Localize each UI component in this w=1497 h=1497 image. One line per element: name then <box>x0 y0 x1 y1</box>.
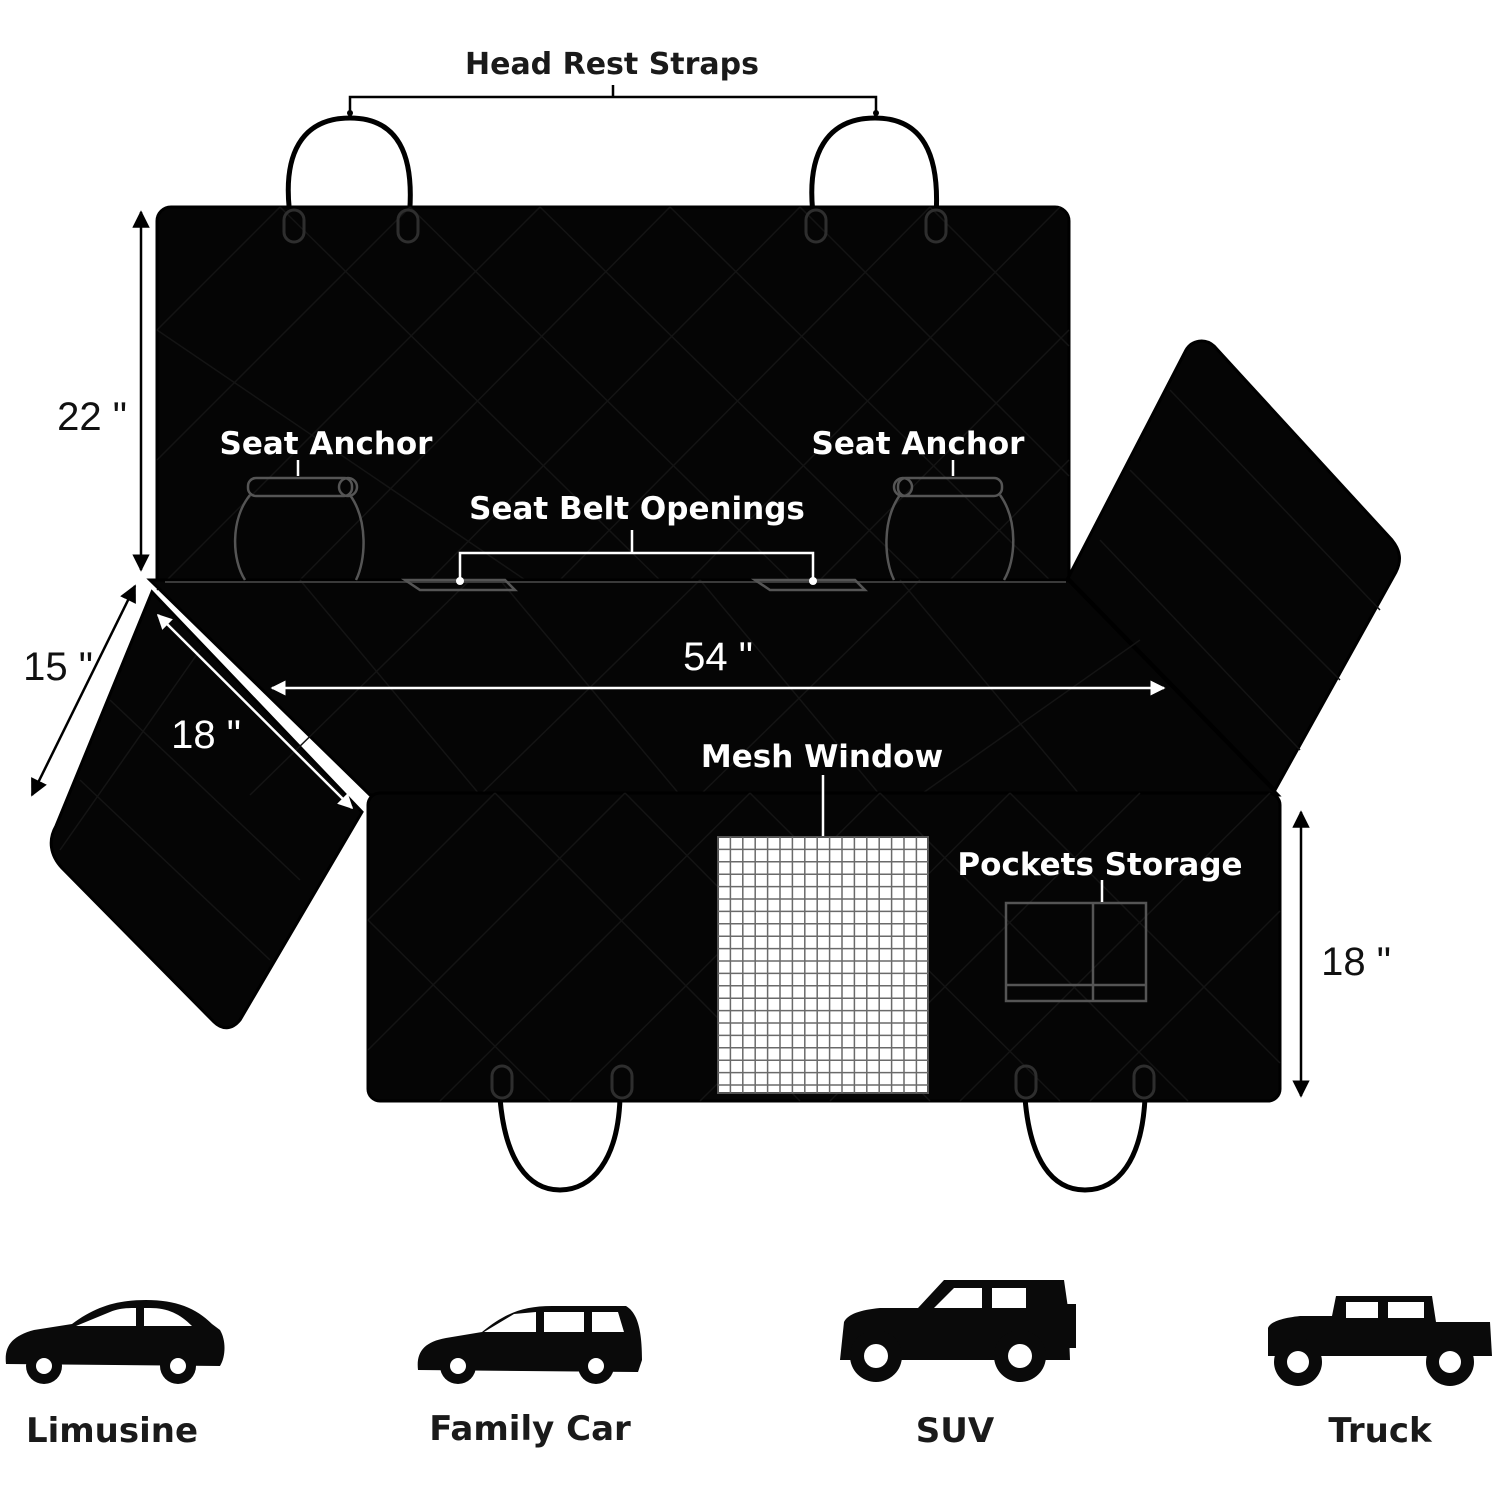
vehicle-label-limusine: Limusine <box>26 1411 198 1451</box>
seat-anchor-left-icon <box>233 476 365 581</box>
mesh-window <box>717 836 929 1094</box>
seat-anchor-right-icon <box>885 476 1015 581</box>
side-flap-right <box>1066 339 1401 793</box>
front-flap-height-label: 18 " <box>1321 940 1391 984</box>
head-rest-straps-bracket <box>347 85 879 116</box>
bottom-strap-left <box>497 1097 623 1193</box>
limusine-icon <box>5 1300 225 1384</box>
pockets-storage-label: Pockets Storage <box>957 847 1242 883</box>
seat-anchor-right-label: Seat Anchor <box>812 426 1026 462</box>
vehicle-label-suv: SUV <box>916 1411 995 1451</box>
seat-belt-openings-icon <box>400 578 869 592</box>
mesh-window-label: Mesh Window <box>701 739 943 775</box>
seat-belt-openings-label: Seat Belt Openings <box>469 491 805 527</box>
side-flap-width-label: 15 " <box>23 645 93 689</box>
head-rest-strap-right <box>809 115 940 229</box>
strap-slots-bottom <box>490 1064 1156 1100</box>
vehicle-label-truck: Truck <box>1328 1411 1433 1451</box>
width-dimension-label: 54 " <box>683 635 753 679</box>
pockets-storage-icon <box>1004 901 1148 1003</box>
backrest-height-label: 22 " <box>57 395 127 439</box>
side-flap-length-label: 18 " <box>171 713 241 757</box>
strap-slots-top <box>282 208 948 244</box>
truck-icon <box>1268 1296 1492 1386</box>
family-car-icon <box>417 1306 642 1384</box>
seat-anchor-left-label: Seat Anchor <box>220 426 434 462</box>
bottom-strap-right <box>1022 1097 1148 1193</box>
vehicle-label-family-car: Family Car <box>429 1409 631 1449</box>
head-rest-straps-label: Head Rest Straps <box>465 47 759 82</box>
backrest-panel <box>155 205 1071 594</box>
suv-vehicle-icon <box>840 1280 1076 1382</box>
head-rest-strap-left <box>285 115 413 229</box>
